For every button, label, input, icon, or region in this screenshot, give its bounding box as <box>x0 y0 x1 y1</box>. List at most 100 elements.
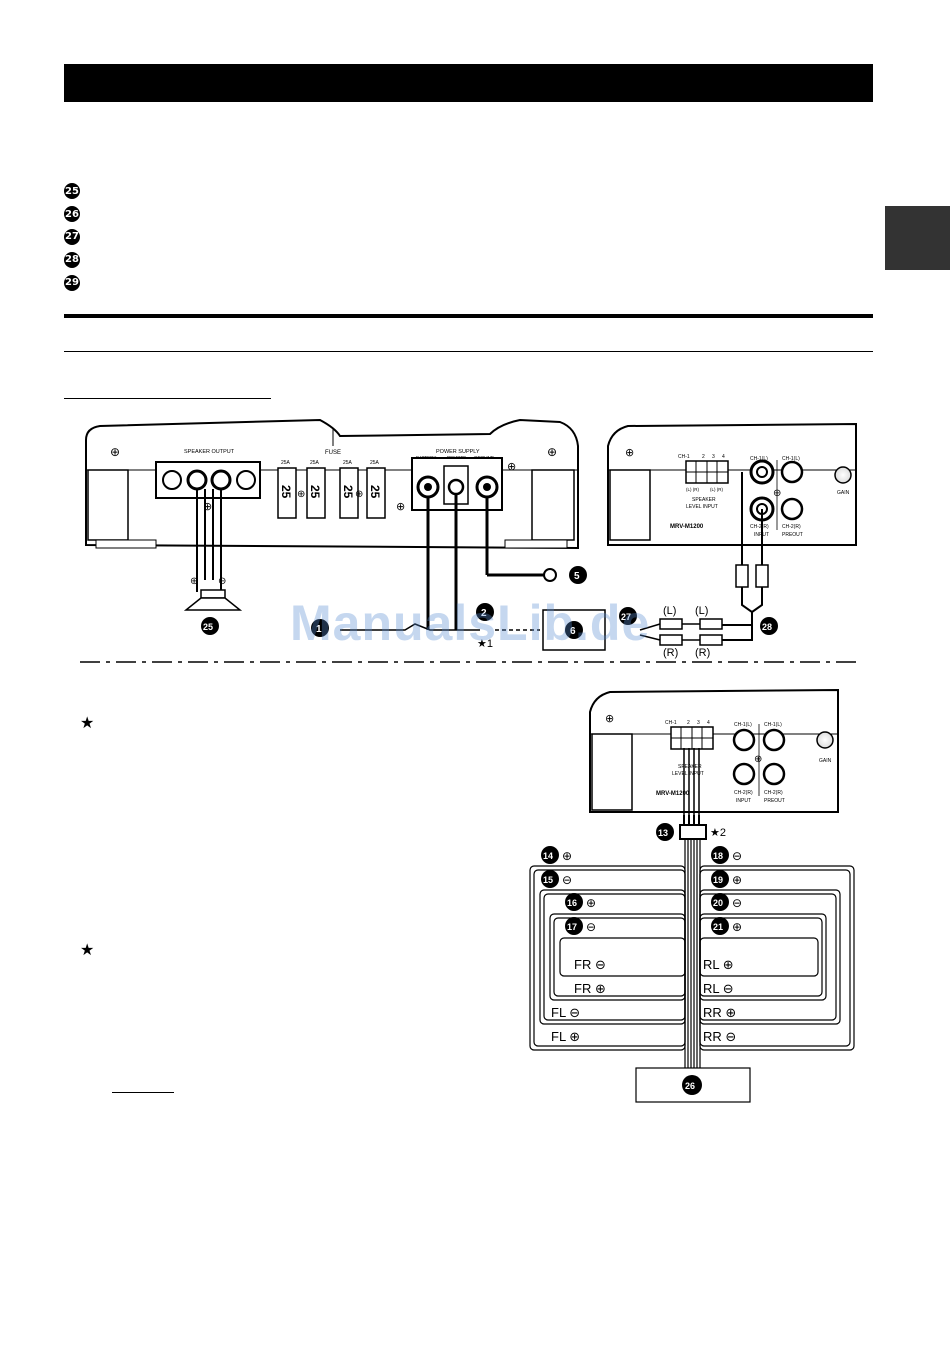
callout-speaker: 25 <box>203 622 213 632</box>
star-ref: ★2 <box>710 827 726 839</box>
callout-rca-cable: 28 <box>762 622 772 632</box>
jack-label: CH-1(L) <box>782 456 800 462</box>
ch1-label: CH-1 <box>665 720 677 726</box>
section-title-bar <box>64 64 873 102</box>
power-wiring <box>340 494 606 651</box>
callout-ground: 5 <box>574 571 580 582</box>
amplifier-right-panel-top: ⊕ CH-1 2 3 4 (L) (R) (L) (R) SPEAKER LEV… <box>607 422 857 546</box>
speaker-wire-label: RR ⊕ <box>703 1005 736 1020</box>
lr-label: (L) (R) <box>686 487 699 492</box>
jack-label: CH-1(L) <box>750 456 768 462</box>
wire-callout-number: 16 <box>567 898 577 908</box>
plus-icon: ⊕ <box>355 489 363 500</box>
callout-badge: 29 <box>64 274 80 291</box>
legend-item: 26 <box>64 203 80 226</box>
amplifier-right-panel-bottom: ⊕ CH-1 2 3 4 SPEAKER LEVEL INPUT MRV-M12… <box>589 688 839 813</box>
gain-label: GAIN <box>819 758 832 764</box>
callout-legend: 25 26 27 28 29 <box>64 180 80 294</box>
plus-icon: ⊕ <box>547 445 557 459</box>
fuse-rating: 25A <box>343 460 353 466</box>
wire-callouts-right: 18 ⊖ 19 ⊕ 20 ⊖ 21 ⊕ <box>711 846 742 935</box>
speaker-level-input-label: LEVEL INPUT <box>686 504 718 510</box>
speaker-plus: ⊕ <box>190 576 198 587</box>
top-callouts: 5 25 1 2 ★1 6 27 28 <box>201 566 778 650</box>
section-rule-thick <box>64 314 873 318</box>
plus-icon: ⊕ <box>625 447 634 459</box>
fuse-rating: 25A <box>281 460 291 466</box>
watermark: ManualsLib.de <box>290 595 651 651</box>
jack-label: CH-2(R) <box>782 524 801 530</box>
plus-icon: ⊕ <box>203 501 212 513</box>
battery-terminal-label: BATTERY <box>416 455 436 460</box>
ch3-label: 3 <box>712 454 715 460</box>
wire-polarity: ⊖ <box>562 873 572 887</box>
speaker-output-labels: FR ⊖ FR ⊕ FL ⊖ FL ⊕ RL ⊕ RL ⊖ RR ⊕ RR ⊖ <box>551 957 736 1044</box>
callout-headunit: 26 <box>685 1081 695 1091</box>
speaker-minus: ⊖ <box>218 576 226 587</box>
rca-label: (L) <box>663 605 676 617</box>
wire-callout-number: 15 <box>543 875 553 885</box>
remote-terminal-label: REMOTE <box>447 455 466 460</box>
wire-polarity: ⊕ <box>732 920 742 934</box>
speaker-level-input-label: LEVEL INPUT <box>672 771 704 777</box>
lr-label: (L) (R) <box>710 487 723 492</box>
input-label: INPUT <box>736 798 751 804</box>
jack-label: CH-1(L) <box>734 722 752 728</box>
star-note-marker: ★ <box>80 940 95 959</box>
ch4-label: 4 <box>707 720 710 726</box>
ch2-label: 2 <box>687 720 690 726</box>
speaker-wire-label: RR ⊖ <box>703 1029 736 1044</box>
callout-headunit-small: 6 <box>570 626 576 637</box>
ch3-label: 3 <box>697 720 700 726</box>
wire-callout-number: 18 <box>713 851 723 861</box>
star-ref: ★1 <box>477 638 493 650</box>
callout-badge: 26 <box>64 206 80 223</box>
speaker-wire-label: FR ⊖ <box>574 957 606 972</box>
power-supply-label: POWER SUPPLY <box>436 449 480 455</box>
wire-callout-number: 17 <box>567 922 577 932</box>
rca-label: (R) <box>663 647 678 659</box>
speaker-level-input-label: SPEAKER <box>692 497 716 503</box>
plus-icon: ⊕ <box>297 489 305 500</box>
plus-icon: ⊕ <box>754 754 762 765</box>
legend-item: 29 <box>64 271 80 294</box>
star-note-marker: ★ <box>80 713 95 732</box>
speaker-wire-label: FL ⊕ <box>551 1029 580 1044</box>
callout-badge: 28 <box>64 251 80 268</box>
jack-label: CH-1(L) <box>764 722 782 728</box>
rca-label: (L) <box>695 605 708 617</box>
fuse-value: 25 <box>308 485 322 499</box>
wire-polarity: ⊖ <box>732 849 742 863</box>
ch2-label: 2 <box>702 454 705 460</box>
callout-remote: 2 <box>481 608 487 619</box>
callout-battery: 1 <box>316 624 322 635</box>
preout-label: PREOUT <box>782 532 803 538</box>
rca-label: (R) <box>695 647 710 659</box>
legend-item: 25 <box>64 180 80 203</box>
wire-callout-number: 19 <box>713 875 723 885</box>
wire-polarity: ⊕ <box>732 873 742 887</box>
fuse-value: 25 <box>368 485 382 499</box>
fuse-rating: 25A <box>310 460 320 466</box>
callout-badge: 25 <box>64 183 80 200</box>
chapter-side-tab <box>885 206 950 270</box>
plus-icon: ⊕ <box>605 713 614 725</box>
amplifier-left-panel: ⊕ ⊕ ⊕ ⊕ SPEAKER OUTPUT FUSE POWER SUPPLY… <box>85 418 579 550</box>
wire-callouts-left: 14 ⊕ 15 ⊖ 16 ⊕ 17 ⊖ <box>541 846 596 935</box>
callout-badge: 27 <box>64 228 80 245</box>
legend-item: 28 <box>64 248 80 271</box>
ch1-label: CH-1 <box>678 454 690 460</box>
model-label: MRV-M1200 <box>670 524 704 530</box>
speaker-wire-label: FR ⊕ <box>574 981 606 996</box>
head-unit-box: 26 <box>635 1067 751 1103</box>
speaker-unit: ⊕ ⊖ <box>183 489 243 611</box>
speaker-wire-label: FL ⊖ <box>551 1005 580 1020</box>
fuse-bank: 25A 25A 25A 25A 25 25 25 25 ⊕ ⊕ <box>277 460 386 519</box>
wire-callout-number: 20 <box>713 898 723 908</box>
subheading-underline <box>64 398 271 399</box>
plus-icon: ⊕ <box>396 501 405 513</box>
ground-terminal-label: GROUND <box>474 455 495 460</box>
speaker-wire-label: RL ⊕ <box>703 957 734 972</box>
gain-label: GAIN <box>837 490 850 496</box>
